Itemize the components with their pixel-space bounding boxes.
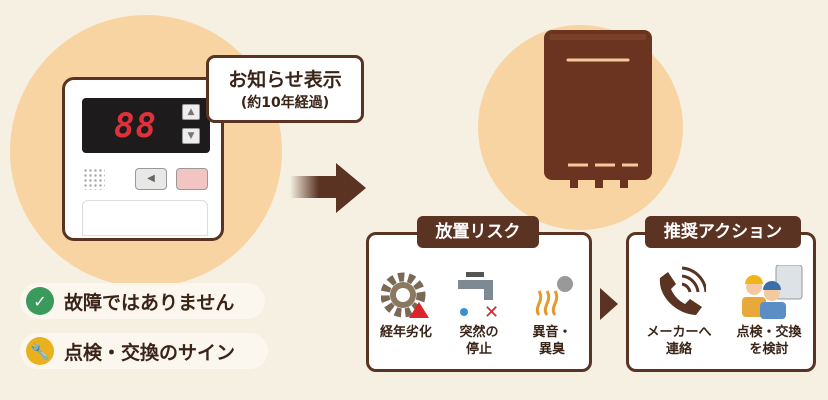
risk-label: 経年劣化 xyxy=(379,325,432,340)
back-button[interactable]: ◀ xyxy=(135,168,167,190)
status-not-broken: ✓ 故障ではありません xyxy=(20,283,265,319)
faucet-icon: ✕ xyxy=(444,265,514,320)
display-digits: 88 xyxy=(114,106,157,146)
speaker-grille-icon xyxy=(83,168,105,190)
wrench-icon: 🔧 xyxy=(26,337,54,365)
gear-warning-icon xyxy=(371,265,441,320)
arrow-right-icon xyxy=(290,163,370,213)
action-panel: メーカーへ連絡 点検・交換を検討 xyxy=(626,232,816,372)
up-button[interactable]: ▲ xyxy=(182,104,200,120)
risk-panel: 経年劣化 ✕ 突然の停止 異音・異臭 xyxy=(366,232,592,372)
workers-icon xyxy=(725,265,813,320)
arrow-right-icon xyxy=(600,288,618,320)
smoke-icon xyxy=(517,265,587,320)
remote-cover xyxy=(82,200,208,236)
bubble-title: お知らせ表示 xyxy=(228,69,342,91)
risk-label: 突然の停止 xyxy=(459,325,499,357)
remote-controller: 88 ▲ ▼ ◀ xyxy=(62,77,224,241)
risk-label: 異音・異臭 xyxy=(532,325,572,357)
check-icon: ✓ xyxy=(26,287,54,315)
status-label: 点検・交換のサイン xyxy=(64,341,236,364)
phone-icon xyxy=(637,265,721,320)
status-label: 故障ではありません xyxy=(64,291,235,314)
action-label: 点検・交換を検討 xyxy=(736,325,802,357)
power-button[interactable] xyxy=(176,168,208,190)
remote-display: 88 ▲ ▼ xyxy=(82,98,210,153)
down-button[interactable]: ▼ xyxy=(182,128,200,144)
action-title: 推奨アクション xyxy=(645,216,801,248)
notice-bubble: お知らせ表示 (約10年経過) xyxy=(206,55,364,123)
action-label: メーカーへ連絡 xyxy=(646,325,712,357)
bubble-subtitle: (約10年経過) xyxy=(240,95,330,111)
risk-title: 放置リスク xyxy=(417,216,539,248)
svg-text:✕: ✕ xyxy=(484,302,499,320)
water-heater-icon xyxy=(540,30,656,190)
status-inspection-sign: 🔧 点検・交換のサイン xyxy=(20,333,268,369)
